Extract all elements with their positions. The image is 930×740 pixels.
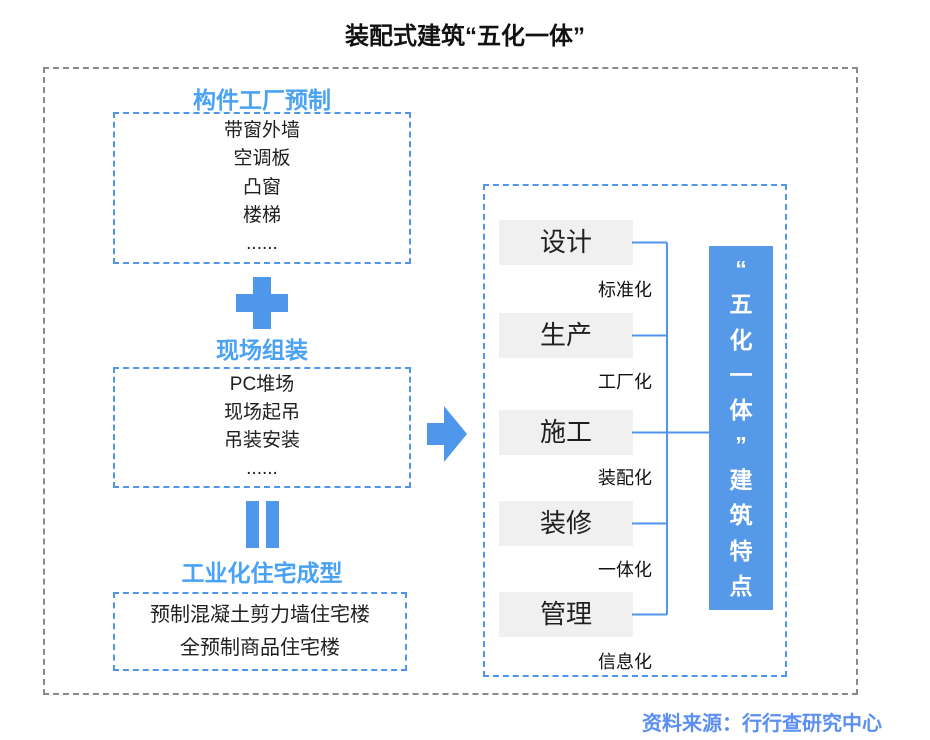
list-item: ...... [246, 233, 278, 255]
connector-lines [632, 241, 711, 616]
list-item: 预制混凝土剪力墙住宅楼 [150, 604, 370, 626]
summary-char: 体 [729, 396, 753, 423]
stage-tag-factoryization: 工厂化 [598, 372, 652, 392]
right-panel-dashed-frame [483, 184, 787, 677]
stage-tag-integration: 一体化 [598, 560, 652, 580]
list-item: 带窗外墙 [223, 119, 300, 141]
summary-char: 特 [729, 537, 753, 564]
arrow-right-icon [427, 406, 467, 462]
list-item: 空调板 [233, 148, 291, 170]
stage-design: 设计 [499, 220, 633, 265]
stage-construction: 施工 [499, 410, 633, 455]
stage-decoration: 装修 [499, 501, 633, 546]
summary-char: 化 [729, 326, 753, 353]
section-heading-industrialized-housing: 工业化住宅成型 [181, 560, 343, 586]
stage-tag-assemblization: 装配化 [598, 468, 652, 488]
summary-box-five-in-one: “ 五 化 一 体 ” 建 筑 特 点 [709, 246, 773, 610]
summary-char: ” [735, 432, 747, 459]
section-heading-factory-prefab: 构件工厂预制 [193, 87, 331, 113]
list-item: 全预制商品住宅楼 [180, 637, 340, 659]
plus-icon [236, 277, 288, 329]
stage-management: 管理 [499, 592, 633, 637]
summary-char: 五 [729, 291, 753, 318]
summary-char: 建 [729, 467, 753, 494]
list-item: 楼梯 [242, 205, 281, 227]
section-box-industrialized-housing: 预制混凝土剪力墙住宅楼 全预制商品住宅楼 [113, 592, 407, 671]
stage-tag-standardization: 标准化 [598, 280, 652, 300]
summary-char: 一 [729, 361, 753, 388]
list-item: PC堆场 [229, 374, 295, 396]
list-item: 现场起吊 [223, 402, 300, 424]
summary-char: 筑 [729, 502, 753, 529]
summary-char: 点 [729, 572, 753, 599]
stage-production: 生产 [499, 313, 633, 358]
list-item: 吊装安装 [223, 430, 300, 452]
list-item: 凸窗 [242, 176, 281, 198]
section-box-factory-prefab: 带窗外墙 空调板 凸窗 楼梯 ...... [113, 112, 411, 264]
section-box-site-assembly: PC堆场 现场起吊 吊装安装 ...... [113, 367, 411, 488]
source-note: 资料来源：行行查研究中心 [642, 713, 882, 735]
equals-icon [246, 501, 279, 548]
outer-dashed-frame [43, 67, 858, 695]
list-item: ...... [246, 458, 278, 480]
summary-char: “ [735, 256, 747, 283]
stage-tag-informatization: 信息化 [598, 652, 652, 672]
section-heading-site-assembly: 现场组装 [216, 337, 308, 363]
page-title: 装配式建筑“五化一体” [345, 23, 585, 50]
